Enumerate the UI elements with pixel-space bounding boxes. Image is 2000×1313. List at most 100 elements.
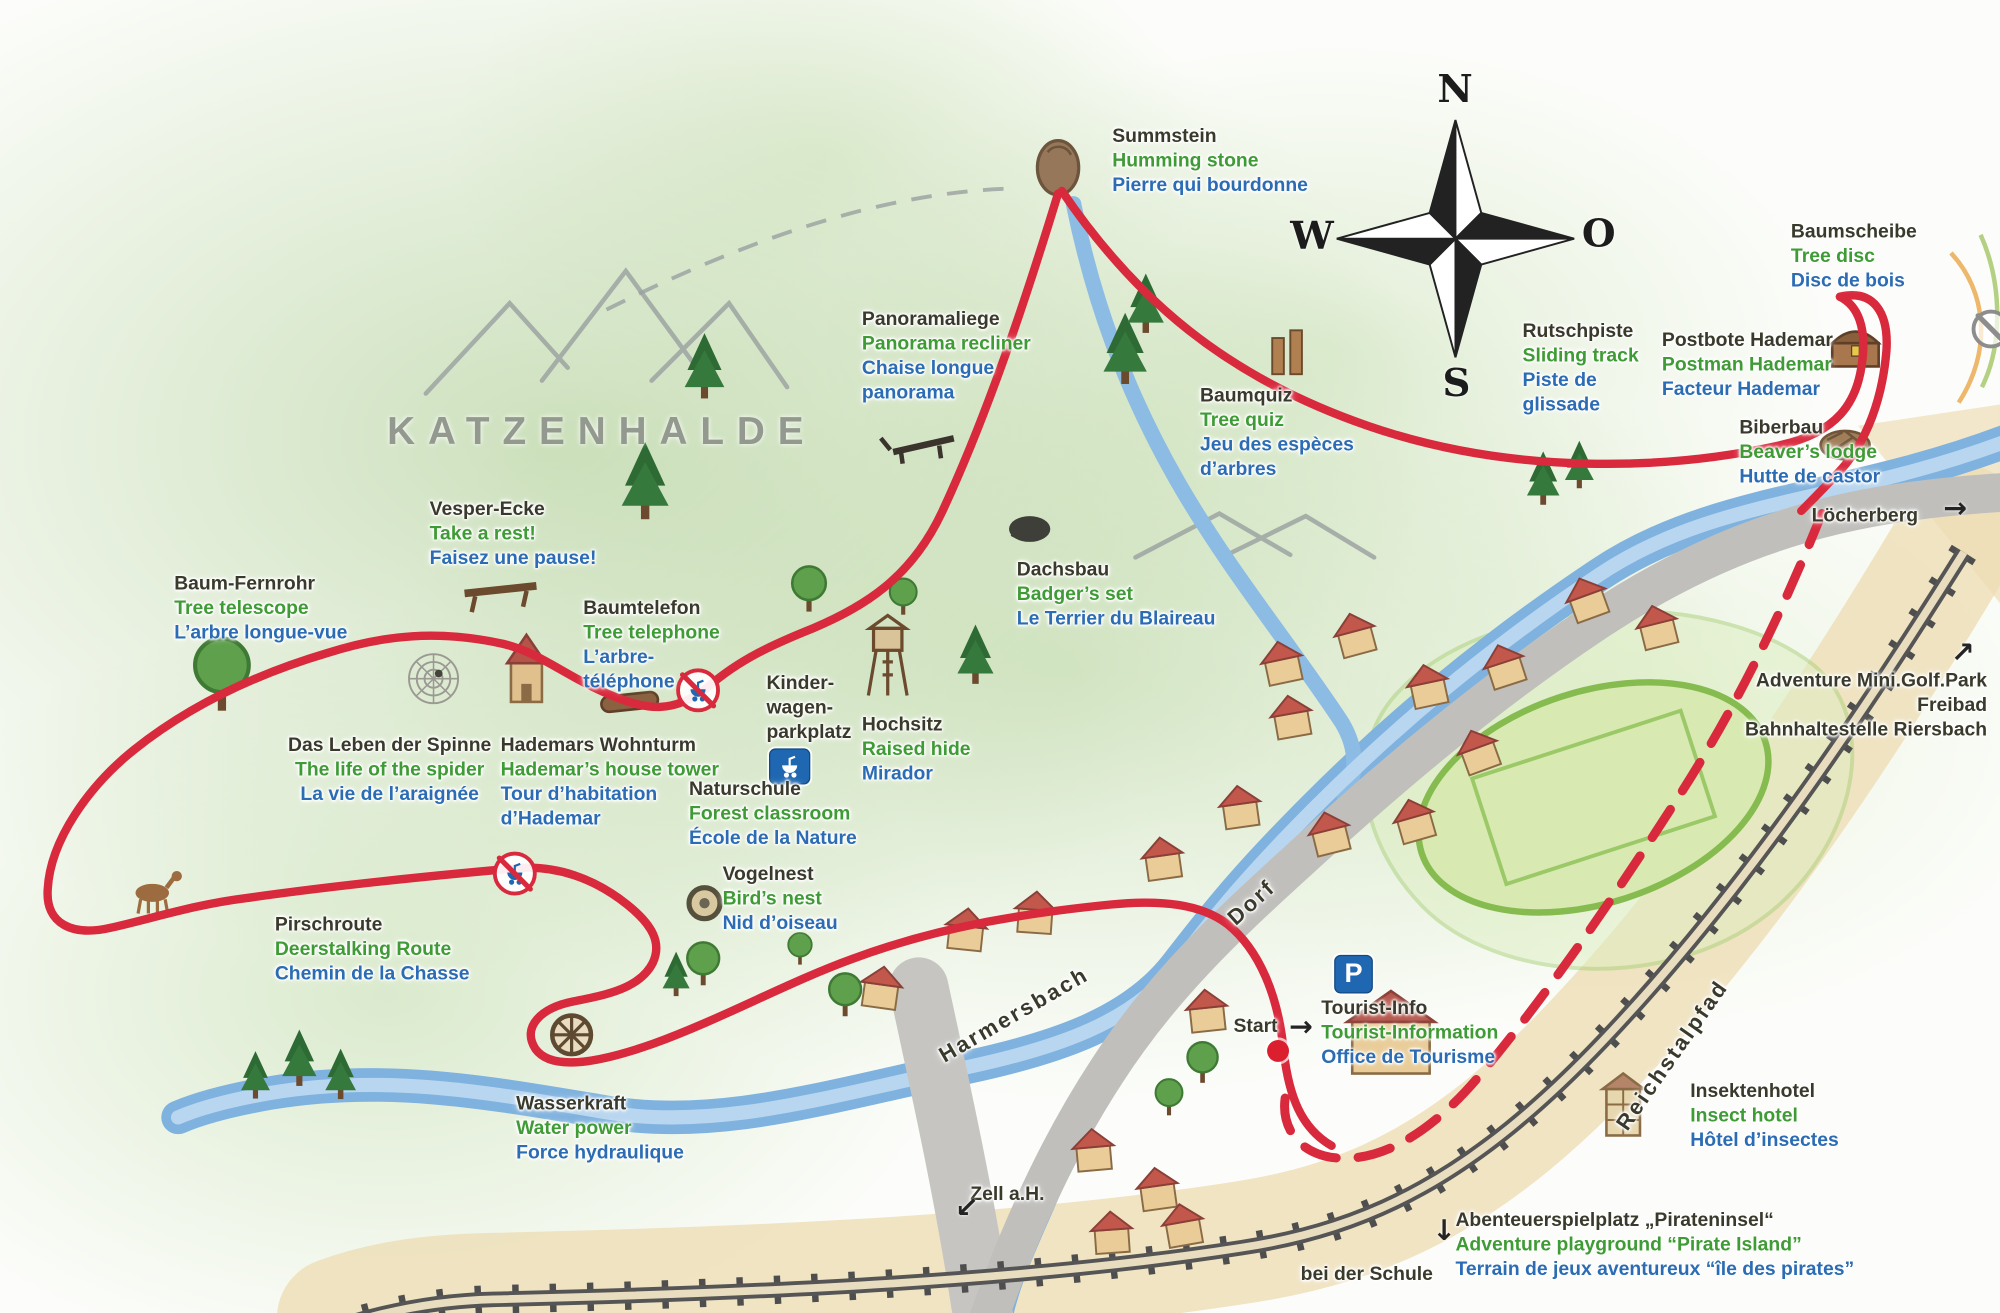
poi-das-leben-der-spinne-en-label: The life of the spider — [295, 758, 485, 781]
roads — [889, 473, 2000, 1313]
poi-naturschule-de-label: Naturschule — [689, 778, 801, 800]
poi-start: Start — [1234, 1014, 1278, 1039]
poi-summstein-en-label: Humming stone — [1112, 149, 1259, 172]
mountain-sketch — [423, 267, 1377, 560]
poi-hochsitz-de-label: Hochsitz — [861, 713, 943, 736]
poi-baum-fernrohr-de-label: Baum-Fernrohr — [174, 572, 316, 595]
conifer-icon — [241, 1051, 270, 1099]
ridge-dashed-sketch — [605, 186, 1017, 312]
compass-rose-icon — [1336, 119, 1575, 358]
house-icon — [1332, 612, 1378, 660]
conifer-icon — [957, 624, 994, 684]
poi-naturschule-en-label: Forest classroom — [689, 802, 851, 825]
poi-insektenhotel-en-label: Insect hotel — [1690, 1104, 1798, 1127]
poi-bei-der-schule-de-label: bei der Schule — [1300, 1263, 1433, 1286]
poi-biberbau-fr-label: Hutte de castor — [1739, 465, 1881, 488]
prohibition-sign-icon — [1971, 309, 2000, 349]
poi-vogelnest-de-label: Vogelnest — [722, 863, 814, 886]
poi-vogelnest-fr-label: Nid d’oiseau — [722, 912, 838, 935]
poi-vesper-ecke-fr-label: Faisez une pause! — [429, 547, 597, 570]
poi-baumtelefon-de-label: Baumtelefon — [583, 597, 701, 620]
house-icon — [1258, 640, 1305, 687]
tourist-info-building — [1343, 989, 1439, 1075]
conifer-icon — [662, 951, 690, 997]
tree-icon — [888, 577, 918, 615]
poi-baumscheibe-fr-label: Disc de bois — [1790, 269, 1905, 292]
waterwheel-icon — [549, 1013, 594, 1057]
poi-dachsbau-en-label: Badger’s set — [1016, 583, 1133, 606]
poi-loecherberg-de-label: Löcherberg — [1811, 504, 1919, 527]
house-icon — [1134, 1166, 1181, 1213]
conifer-icon — [621, 442, 669, 520]
conifer-icon — [282, 1029, 317, 1086]
poi-hochsitz-en-label: Raised hide — [861, 738, 971, 761]
spider-web-icon — [408, 653, 460, 705]
poi-baumtelefon-fr-label: L’arbre- téléphone — [583, 646, 675, 694]
zell-arrow-icon: ↙ — [954, 1192, 979, 1225]
poi-start-de-label: Start — [1233, 1015, 1278, 1038]
house-icon — [1564, 577, 1611, 625]
poi-insektenhotel-de-label: Insektenhotel — [1690, 1079, 1816, 1102]
adventure-arrow-icon: ↗ — [1950, 637, 1975, 670]
house-icon — [1455, 729, 1503, 777]
parking-sign-icon: P — [1334, 954, 1373, 994]
railway — [333, 544, 1976, 1313]
reichstalpfad-dashed-trail — [1280, 509, 1827, 1163]
poi-pirateninsel-de-label: Abenteuerspielplatz „Pirateninsel“ — [1455, 1209, 1774, 1231]
stroller-icon — [782, 755, 798, 778]
poi-kinderwagen-parkplatz: Kinder- wagen- parkplatz — [766, 671, 851, 745]
poi-baumscheibe-en-label: Tree disc — [1790, 245, 1875, 268]
compass-north-label: N — [1437, 67, 1473, 113]
vesper-bench-icon — [464, 582, 537, 613]
start-arrow-icon: → — [1289, 1011, 1313, 1044]
panorama-recliner-icon — [879, 435, 955, 465]
tree-icon — [790, 565, 828, 612]
poi-vesper-ecke-en-label: Take a rest! — [429, 522, 536, 545]
poi-pirateninsel-fr-label: Terrain de jeux aventureux “île des pira… — [1455, 1258, 1855, 1281]
no-stroller-sign-icon — [492, 851, 537, 896]
poi-rutschpiste-de-label: Rutschpiste — [1522, 319, 1634, 342]
poi-postbote-hademar-en-label: Postman Hademar — [1661, 353, 1832, 376]
poi-tourist-info-fr-label: Office de Tourisme — [1321, 1046, 1496, 1069]
poi-biberbau-en-label: Beaver’s lodge — [1739, 441, 1878, 464]
poi-hochsitz-fr-label: Mirador — [861, 762, 933, 785]
start-marker — [1267, 1039, 1290, 1062]
compass-south-label: S — [1442, 361, 1471, 407]
parking-letter: P — [1344, 958, 1363, 989]
poi-pirateninsel: Abenteuerspielplatz „Pirateninsel“Advent… — [1455, 1208, 1854, 1282]
map-title: KATZENHALDE — [387, 410, 817, 453]
poi-baum-fernrohr-en-label: Tree telescope — [174, 597, 309, 620]
house-icon — [1404, 663, 1451, 711]
house-icon — [1216, 784, 1263, 831]
poi-wasserkraft-de-label: Wasserkraft — [516, 1092, 627, 1115]
house-icon — [1070, 1127, 1117, 1173]
poi-das-leben-der-spinne-fr-label: La vie de l’araignée — [300, 783, 479, 806]
poi-baumquiz-fr-label: Jeu des espèces d’arbres — [1199, 433, 1354, 481]
sports-field — [1415, 679, 1772, 916]
poi-baum-fernrohr-fr-label: L’arbre longue-vue — [174, 622, 348, 644]
poi-tourist-info-de-label: Tourist-Info — [1321, 997, 1428, 1020]
house-icon — [1183, 988, 1230, 1034]
poi-naturschule-fr-label: École de la Nature — [689, 827, 857, 850]
poi-postbote-hademar-fr-label: Facteur Hademar — [1661, 378, 1821, 401]
conifer-icon — [684, 333, 725, 399]
poi-dorf-road: Dorf — [1222, 874, 1282, 932]
poi-pirschroute-en-label: Deerstalking Route — [274, 938, 452, 961]
schule-arrow-icon: ↓ — [1432, 1215, 1457, 1248]
conifer-icon — [325, 1048, 356, 1100]
summstein-rock-icon — [1035, 139, 1081, 197]
